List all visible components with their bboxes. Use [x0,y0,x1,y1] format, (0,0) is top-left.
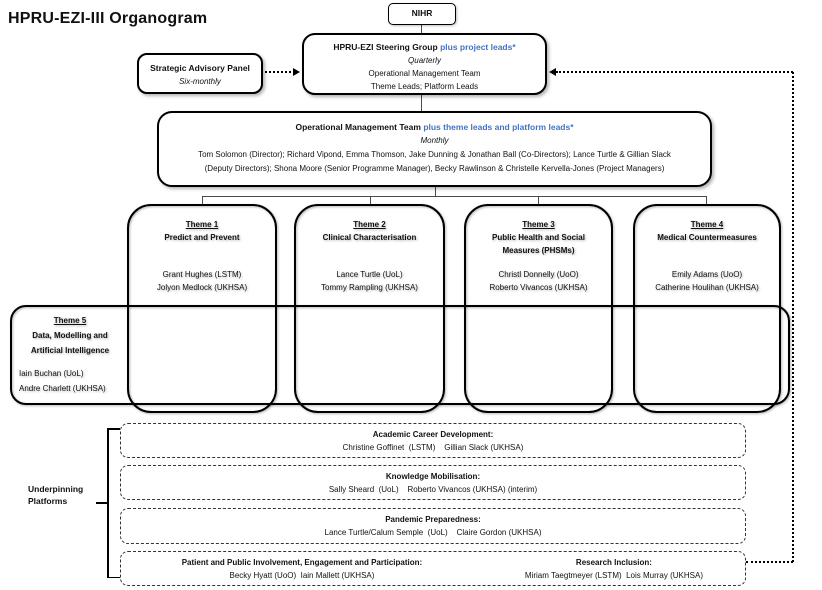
nihr-label: NIHR [411,8,433,18]
theme5-box: Theme 5 Data, Modelling and Artificial I… [10,305,790,405]
theme1-leads: Grant Hughes (LSTM) Jolyon Medlock (UKHS… [129,268,275,294]
platform4-left-people: Becky Hyatt (UoO) Iain Mallett (UKHSA) [229,571,375,580]
dotted-line-feedback-top [556,71,793,73]
underpinning-label-line2: Platforms [28,496,68,506]
connector-nihr-steering [421,25,423,33]
steering-line2: Theme Leads; Platform Leads [370,82,479,91]
theme5-name-line1: Data, Modelling and [32,331,108,340]
connector-drop-theme2 [370,196,372,205]
steering-title-suffix: plus project leads* [440,42,516,52]
steering-title-line: HPRU-EZI Steering Group plus project lea… [304,41,545,54]
connector-drop-theme4 [706,196,708,205]
theme3-lead1: Christl Donnelly (UoO) [498,270,579,279]
theme2-id: Theme 2 [353,220,386,229]
theme4-leads: Emily Adams (UoO) Catherine Houlihan (UK… [635,268,779,294]
platform-pandemic-preparedness-box: Pandemic Preparedness: Lance Turtle/Calu… [120,508,746,544]
dotted-line-feedback-right [792,72,794,562]
omt-title: Operational Management Team [295,122,421,132]
omt-members-line1: Tom Solomon (Director); Richard Vipond, … [198,150,671,159]
theme4-id: Theme 4 [690,220,724,229]
page-title: HPRU-EZI-III Organogram [8,10,208,27]
platform4-right-people: Miriam Taegtmeyer (LSTM) Lois Murray (UK… [524,571,703,580]
arrowhead-into-steering-left-icon [293,68,300,76]
omt-members-line2: (Deputy Directors); Shona Moore (Senior … [204,164,665,173]
platform2-title: Knowledge Mobilisation: [385,472,481,481]
omt-title-line: Operational Management Team plus theme l… [173,120,696,134]
theme2-lead2: Tommy Rampling (UKHSA) [321,283,418,292]
connector-omt-branch [435,187,437,196]
underpinning-label-line1: Underpinning [28,484,84,494]
dotted-line-feedback-bottom [746,561,793,563]
platform1-people: Christine Goffinet (LSTM) Gillian Slack … [342,443,524,452]
theme4-lead1: Emily Adams (UoO) [671,270,743,279]
advisory-frequency: Six-monthly [179,77,221,86]
theme3-lead2: Roberto Vivancos (UKHSA) [489,283,588,292]
platform4-left-column: Patient and Public Involvement, Engageme… [121,556,483,585]
theme2-lead1: Lance Turtle (UoL) [336,270,403,279]
bracket-bottom-tick [107,576,120,578]
strategic-advisory-panel-box: Strategic Advisory Panel Six-monthly [137,53,263,94]
theme5-text: Theme 5 Data, Modelling and Artificial I… [12,307,128,396]
omt-title-suffix: plus theme leads and platform leads* [423,122,574,132]
platform4-left-title: Patient and Public Involvement, Engageme… [181,558,423,567]
advisory-title: Strategic Advisory Panel [150,63,250,73]
theme2-leads: Lance Turtle (UoL) Tommy Rampling (UKHSA… [296,268,443,294]
theme1-lead1: Grant Hughes (LSTM) [162,270,242,279]
platform3-people: Lance Turtle/Calum Semple (UoL) Claire G… [324,528,542,537]
theme5-id: Theme 5 [53,316,87,325]
theme5-lead1: Iain Buchan (UoL) [19,369,84,378]
arrowhead-into-steering-right-icon [549,68,556,76]
theme1-box: Theme 1 Predict and Prevent Grant Hughes… [127,204,277,413]
omt-box: Operational Management Team plus theme l… [157,111,712,187]
platform-ppi-research-inclusion-box: Patient and Public Involvement, Engageme… [120,551,746,586]
steering-group-box: HPRU-EZI Steering Group plus project lea… [302,33,547,95]
bracket-top-tick [107,428,120,430]
omt-frequency: Monthly [420,136,449,145]
theme4-name: Medical Countermeasures [657,233,757,242]
bracket-middle-tick [96,502,107,504]
nihr-box: NIHR [388,3,456,25]
theme5-lead2: Andre Charlett (UKHSA) [19,384,106,393]
platform2-people: Sally Sheard (UoL) Roberto Vivancos (UKH… [328,485,538,494]
dotted-line-advisory [265,71,295,73]
theme3-id: Theme 3 [522,220,555,229]
platform4-right-column: Research Inclusion: Miriam Taegtmeyer (L… [483,556,745,585]
connector-drop-theme1 [202,196,204,205]
steering-title: HPRU-EZI Steering Group [333,42,438,52]
theme1-lead2: Jolyon Medlock (UKHSA) [156,283,248,292]
connector-steering-omt [421,95,423,111]
theme2-name: Clinical Characterisation [322,233,417,242]
steering-line1: Operational Management Team [368,69,481,78]
theme3-leads: Christl Donnelly (UoO) Roberto Vivancos … [466,268,611,294]
connector-drop-theme3 [538,196,540,205]
connector-branch-horizontal [202,196,707,198]
theme4-lead2: Catherine Houlihan (UKHSA) [655,283,759,292]
theme1-name: Predict and Prevent [164,233,240,242]
platform1-title: Academic Career Development: [372,430,494,439]
theme3-name: Public Health and Social Measures (PHSMs… [492,233,585,255]
platform4-right-title: Research Inclusion: [575,558,652,567]
platform-academic-career-box: Academic Career Development: Christine G… [120,423,746,458]
platform3-title: Pandemic Preparedness: [385,515,481,524]
steering-frequency: Quarterly [408,56,441,65]
bracket-vertical [107,428,109,578]
theme2-box: Theme 2 Clinical Characterisation Lance … [294,204,445,413]
underpinning-platforms-label: Underpinning Platforms [28,483,83,507]
theme5-name-line2: Artificial Intelligence [30,346,110,355]
theme1-id: Theme 1 [185,220,219,229]
theme3-box: Theme 3 Public Health and Social Measure… [464,204,613,413]
platform-knowledge-mobilisation-box: Knowledge Mobilisation: Sally Sheard (Uo… [120,465,746,500]
